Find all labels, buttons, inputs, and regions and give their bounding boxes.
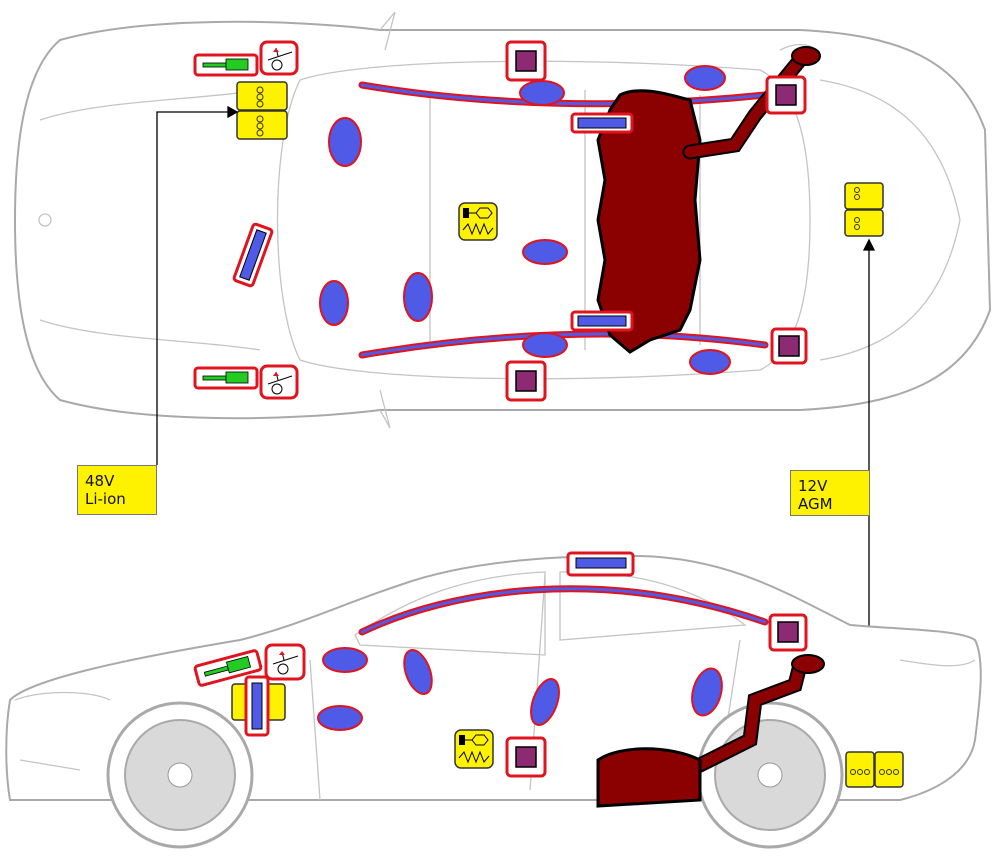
battery-48v-voltage: 48V	[85, 472, 115, 490]
gas-strut-top-left	[193, 53, 259, 77]
gas-strut-top-right	[193, 366, 259, 390]
steering-column-inflator-side	[244, 675, 270, 737]
active-hood-icon-right	[259, 364, 299, 400]
gas-strut-side	[193, 649, 263, 687]
seatbelt-tensioner-icon-top	[458, 202, 498, 241]
fuel-tank-top	[596, 46, 821, 354]
battery-12v-voltage: 12V	[798, 477, 828, 495]
gas-generator-top-left	[570, 112, 634, 134]
battery-12v-top	[844, 182, 884, 237]
active-hood-icon-side	[264, 643, 306, 681]
battery-48v-type: Li-ion	[85, 490, 126, 508]
battery-12v-type: AGM	[798, 495, 833, 513]
battery-48v-label: 48V Li-ion	[77, 465, 157, 515]
rear-wheel	[696, 701, 844, 849]
airbags-top	[319, 65, 731, 375]
battery-12v-side	[845, 751, 904, 788]
seatbelt-tensioner-icon-side	[454, 729, 494, 769]
airbags-side	[317, 647, 723, 731]
control-units-side	[505, 613, 808, 778]
gas-generator-top-right	[570, 310, 634, 332]
steering-column-inflator	[232, 222, 274, 288]
front-wheel	[106, 701, 254, 849]
battery-48v-top	[236, 81, 288, 140]
control-units-top	[505, 40, 808, 402]
active-hood-icon-left	[259, 40, 299, 76]
fuel-tank-side	[596, 654, 825, 808]
top-view-car	[13, 11, 992, 429]
gas-generator-side	[566, 551, 635, 577]
battery-12v-label: 12V AGM	[790, 470, 870, 516]
